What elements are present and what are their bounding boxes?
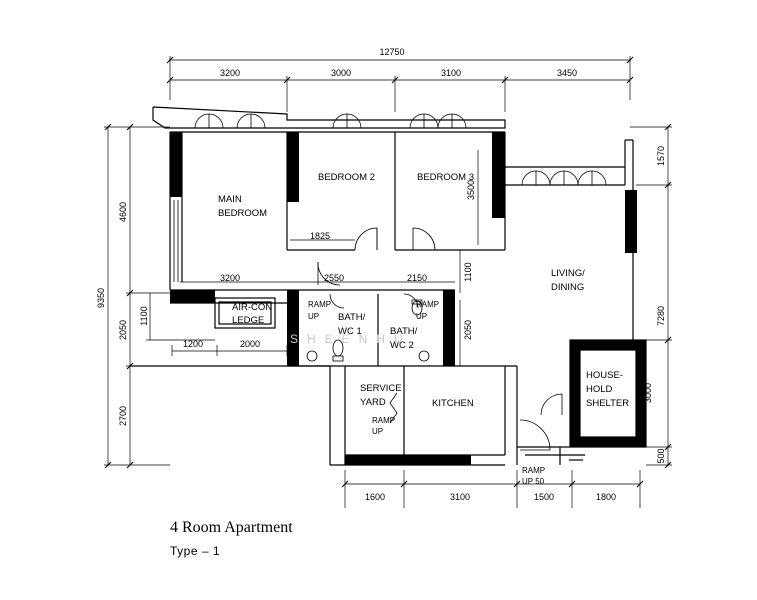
dim-left-total: 9350: [96, 288, 106, 308]
dim-bottom-3: 1500: [534, 492, 554, 502]
room-living-line2: DINING: [551, 282, 584, 293]
ramp-bath1-line2: UP: [308, 312, 319, 321]
ramp-bath1-line1: RAMP: [308, 300, 331, 309]
dim-left-inner: 1100: [139, 306, 149, 325]
dim-bottom-2: 3100: [450, 492, 470, 502]
ramp-service-line2: UP: [372, 427, 383, 436]
dim-top-3: 3100: [441, 68, 461, 78]
room-kitchen: KITCHEN: [432, 398, 474, 409]
room-bedroom-3: BEDROOM 3: [417, 172, 474, 183]
dim-bottom-1: 1600: [365, 492, 385, 502]
dim-interior-3200: 3200: [220, 273, 240, 283]
dim-interior-1825: 1825: [310, 231, 330, 241]
dim-left-2: 2050: [118, 320, 128, 340]
dim-right-1: 1570: [656, 146, 666, 166]
dim-bottom-4: 1800: [596, 492, 616, 502]
ramp-entrance-line1: RAMP: [522, 466, 545, 475]
room-shelter-line3: SHELTER: [586, 398, 629, 409]
room-main-bedroom-line1: MAIN: [218, 194, 242, 205]
room-service-line2: YARD: [360, 397, 386, 408]
windows: [173, 113, 607, 282]
room-shelter-line2: HOLD: [586, 384, 613, 395]
ramp-entrance-line2: UP 50: [522, 477, 545, 486]
doors: [317, 227, 563, 451]
room-bath1-line2: WC 1: [338, 326, 362, 337]
plan-title: 4 Room Apartment: [170, 519, 293, 536]
dim-interior-3500: 3500: [466, 180, 476, 200]
room-aircon-line1: AIR-CON: [232, 302, 272, 313]
dim-left-1: 4600: [118, 202, 128, 222]
room-bath2-line1: BATH/: [390, 326, 418, 337]
dim-left-3: 2700: [118, 406, 128, 426]
dim-lower-left-1: 1200: [183, 339, 203, 349]
room-shelter-line1: HOUSE-: [586, 370, 623, 381]
solid-walls: [170, 132, 646, 465]
room-living-line1: LIVING/: [551, 268, 585, 279]
dim-interior-2150: 2150: [407, 273, 427, 283]
fixtures: [306, 299, 430, 362]
ramp-labels: RAMP UP RAMP UP RAMP UP RAMP UP 50: [308, 300, 545, 486]
plan-subtitle: Type – 1: [170, 544, 221, 558]
room-bath2-line2: WC 2: [390, 340, 414, 351]
room-bedroom-2: BEDROOM 2: [318, 172, 375, 183]
room-main-bedroom-line2: BEDROOM: [218, 208, 267, 219]
dim-right-3: 3000: [643, 383, 653, 403]
room-labels: MAIN BEDROOM BEDROOM 2 BEDROOM 3 LIVING/…: [218, 172, 629, 409]
room-aircon-line2: LEDGE: [232, 315, 264, 326]
ramp-service-line1: RAMP: [372, 416, 395, 425]
dim-top-1: 3200: [220, 68, 240, 78]
room-service-line1: SERVICE: [360, 383, 402, 394]
dim-lower-left-2: 2000: [240, 339, 260, 349]
watermark-text: SHEENHU: [290, 332, 412, 346]
ramp-bath2-line2: UP: [416, 312, 427, 321]
room-bath1-line1: BATH/: [338, 312, 366, 323]
dim-interior-2050: 2050: [463, 320, 473, 340]
dim-total-width: 12750: [379, 47, 404, 57]
dim-top-2: 3000: [331, 68, 351, 78]
dimension-labels: 12750 3200 3000 3100 3450 9350 4600 2050…: [96, 47, 666, 502]
dim-interior-2550: 2550: [324, 273, 344, 283]
dim-right-4: 500: [656, 448, 666, 463]
dim-interior-1100: 1100: [463, 262, 473, 281]
dim-top-4: 3450: [557, 68, 577, 78]
ramp-bath2-line1: RAMP: [416, 300, 439, 309]
dim-right-2: 7280: [656, 306, 666, 326]
